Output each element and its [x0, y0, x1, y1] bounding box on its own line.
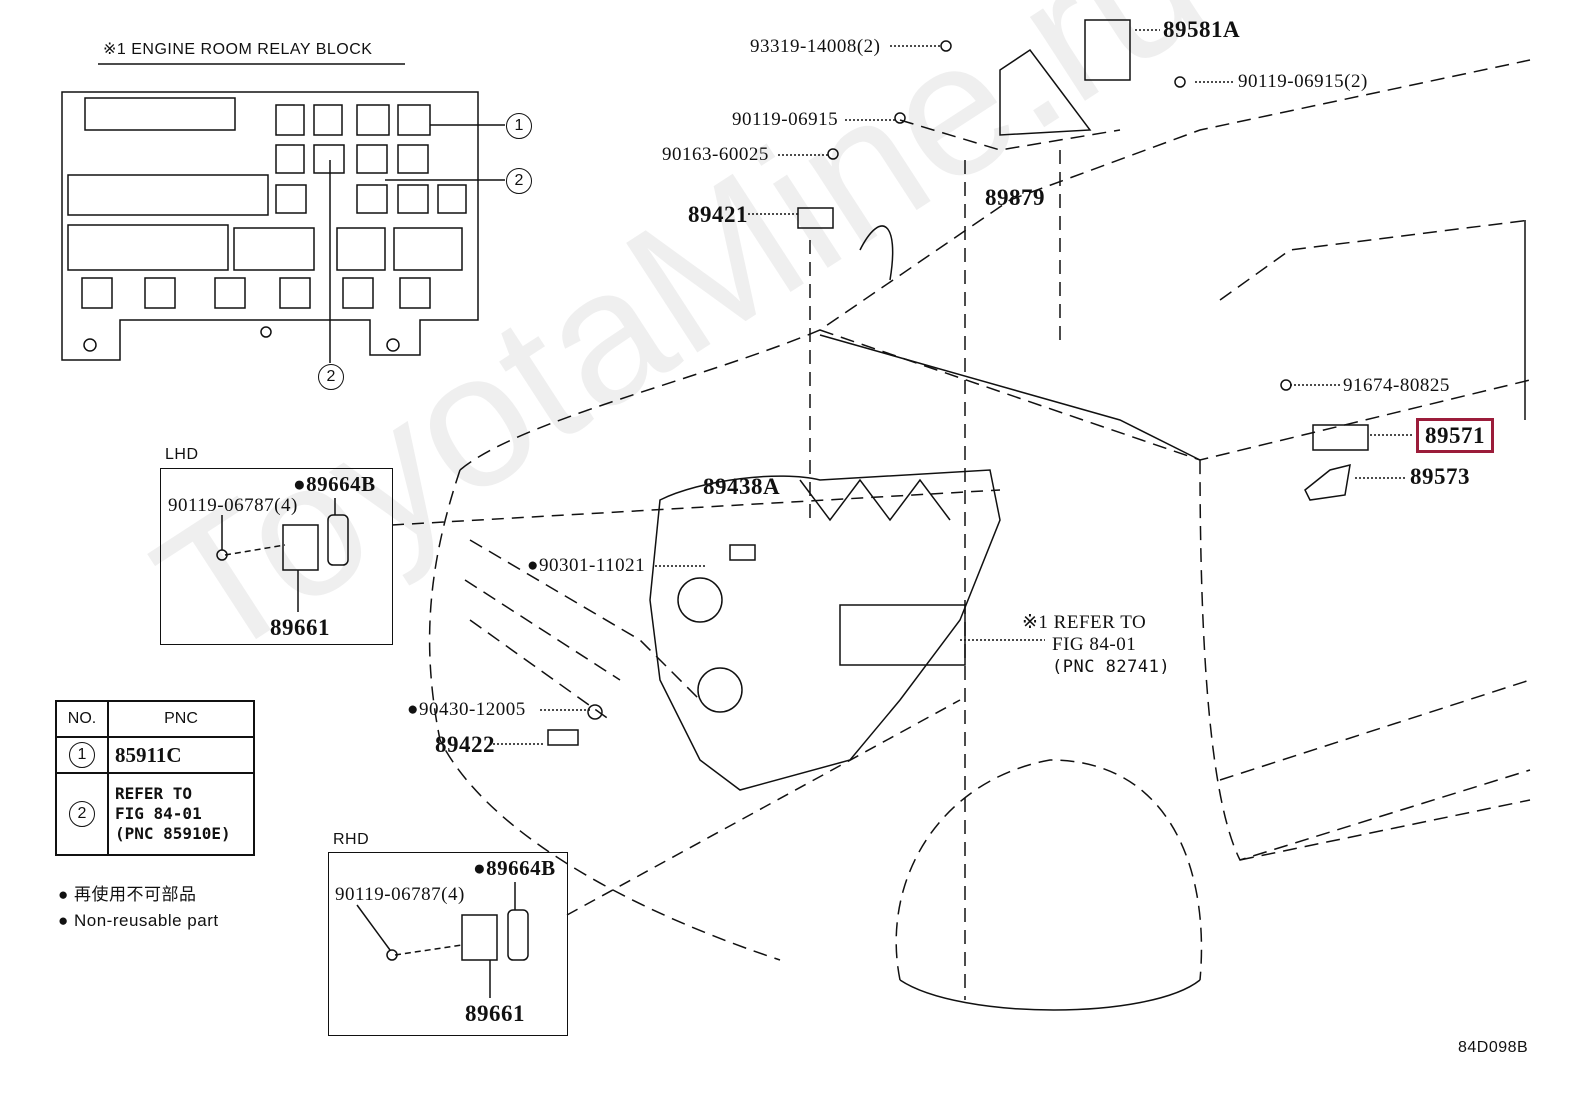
- callout-2: 2: [506, 168, 532, 194]
- figure-id: 84D098B: [1458, 1039, 1529, 1056]
- note-line: (PNC 82741): [1052, 657, 1171, 677]
- part-label[interactable]: 90119-06915: [732, 109, 839, 130]
- legend-text: 再使用不可部品: [74, 885, 197, 904]
- note-mark: ※1: [1022, 612, 1049, 633]
- header-no: NO.: [55, 700, 109, 738]
- part-label[interactable]: ●90430-12005: [407, 699, 526, 720]
- pnc-table: NO. PNC 1 85911C 2 REFER TO FIG 84-01 (P…: [55, 700, 255, 856]
- header-pnc: PNC: [107, 700, 255, 738]
- note-line: FIG 84-01: [1052, 634, 1137, 655]
- leader-lines: [493, 29, 1412, 745]
- note-line: REFER TO: [1053, 612, 1147, 633]
- pnc-line: FIG 84-01: [115, 804, 202, 823]
- part-label[interactable]: 89879: [985, 185, 1045, 210]
- lhd-title: LHD: [165, 446, 199, 463]
- part-label[interactable]: ●89664B: [473, 856, 556, 880]
- part-label[interactable]: 89421: [688, 202, 748, 227]
- box-connectors: [391, 489, 1001, 916]
- row-number: 2: [69, 801, 95, 827]
- row-number: 1: [69, 742, 95, 768]
- refer-note: ※1 REFER TO FIG 84-01 (PNC 82741): [1022, 612, 1170, 678]
- vehicle-outline: [428, 59, 1531, 1000]
- legend-en: ● Non-reusable part: [58, 912, 219, 929]
- part-label[interactable]: 89573: [1410, 464, 1470, 489]
- rhd-title: RHD: [333, 831, 370, 848]
- relay-block-drawing: [61, 63, 505, 363]
- pnc-value: 85911C: [107, 736, 255, 774]
- table-row: 2 REFER TO FIG 84-01 (PNC 85910E): [55, 772, 255, 856]
- engine-drawing: [649, 469, 1001, 791]
- lhd-parts-drawing: [216, 498, 349, 612]
- vehicle-solid-lines: [819, 220, 1526, 1011]
- part-label[interactable]: ●90301-11021: [527, 555, 646, 576]
- part-label[interactable]: 90119-06787(4): [168, 495, 298, 516]
- table-row: 1 85911C: [55, 736, 255, 774]
- part-label[interactable]: 89661: [465, 1001, 525, 1026]
- callout-1: 1: [506, 113, 532, 139]
- pnc-line: REFER TO: [115, 784, 193, 803]
- part-label[interactable]: 90163-60025: [662, 144, 769, 165]
- part-label[interactable]: 91674-80825: [1343, 375, 1450, 396]
- part-label[interactable]: 89438A: [703, 474, 781, 499]
- part-label[interactable]: 90119-06915(2): [1238, 71, 1368, 92]
- part-label[interactable]: ●89664B: [293, 472, 376, 496]
- part-label[interactable]: 89661: [270, 615, 330, 640]
- part-label[interactable]: 89581A: [1163, 17, 1241, 42]
- part-label[interactable]: 90119-06787(4): [335, 884, 465, 905]
- relay-block-title: ※1 ENGINE ROOM RELAY BLOCK: [103, 41, 373, 58]
- legend-jp: ● 再使用不可部品: [58, 886, 197, 903]
- bullet-icon: ●: [58, 885, 74, 904]
- rhd-box: [328, 852, 568, 1036]
- callout-2: 2: [318, 364, 344, 390]
- part-label-highlighted[interactable]: 89571: [1416, 418, 1494, 453]
- bullet-icon: ●: [58, 911, 74, 930]
- part-label[interactable]: 93319-14008(2): [750, 36, 881, 57]
- pnc-line: (PNC 85910E): [115, 824, 231, 843]
- lhd-box: [160, 468, 393, 645]
- legend-text: Non-reusable part: [74, 911, 219, 930]
- rhd-parts-drawing: [356, 882, 529, 998]
- part-icons: [547, 19, 1369, 746]
- part-label[interactable]: 89422: [435, 732, 495, 757]
